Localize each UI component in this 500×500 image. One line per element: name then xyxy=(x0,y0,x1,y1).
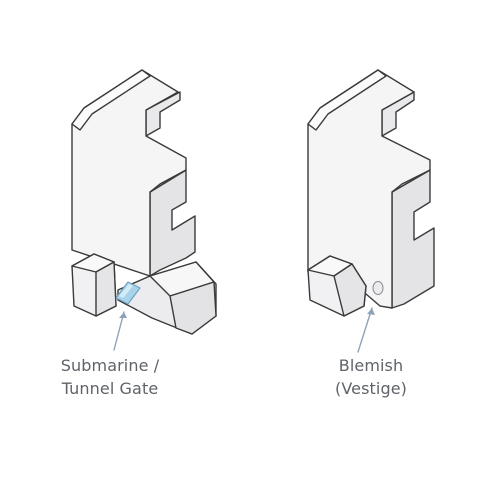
blemish-vestige-mark xyxy=(372,281,384,295)
right-part-side-face xyxy=(391,169,435,309)
left-part-top-rim xyxy=(71,69,151,131)
gate-channel-highlight xyxy=(119,284,133,298)
left-part-inner-edge xyxy=(149,169,187,193)
left-leader-line xyxy=(113,311,125,351)
submarine-gate-tunnel xyxy=(115,281,141,305)
blemish-vestige-label: Blemish (Vestige) xyxy=(281,354,461,400)
submarine-gate-label-line-2: Tunnel Gate xyxy=(61,379,159,398)
left-part-side-face xyxy=(149,169,196,277)
left-part-small-block-side xyxy=(95,261,117,317)
right-part-inner-edge xyxy=(391,169,431,193)
left-part-foot-front xyxy=(169,281,217,335)
right-leader-arrowhead xyxy=(367,308,375,315)
left-leader-arrowhead xyxy=(119,312,127,318)
submarine-gate-label-line-1: Submarine / xyxy=(60,356,160,375)
submarine-gate-label: Submarine / Tunnel Gate xyxy=(20,354,200,400)
right-molded-part xyxy=(307,69,435,317)
right-leader-line xyxy=(357,307,373,353)
blemish-label-line-2: (Vestige) xyxy=(335,379,407,398)
right-part-small-block-side xyxy=(333,263,367,317)
right-part-top-rim xyxy=(307,69,387,131)
blemish-label-line-1: Blemish xyxy=(338,356,404,375)
left-molded-part xyxy=(71,69,217,335)
gate-channel xyxy=(115,281,141,305)
left-part-front-face xyxy=(71,69,187,277)
